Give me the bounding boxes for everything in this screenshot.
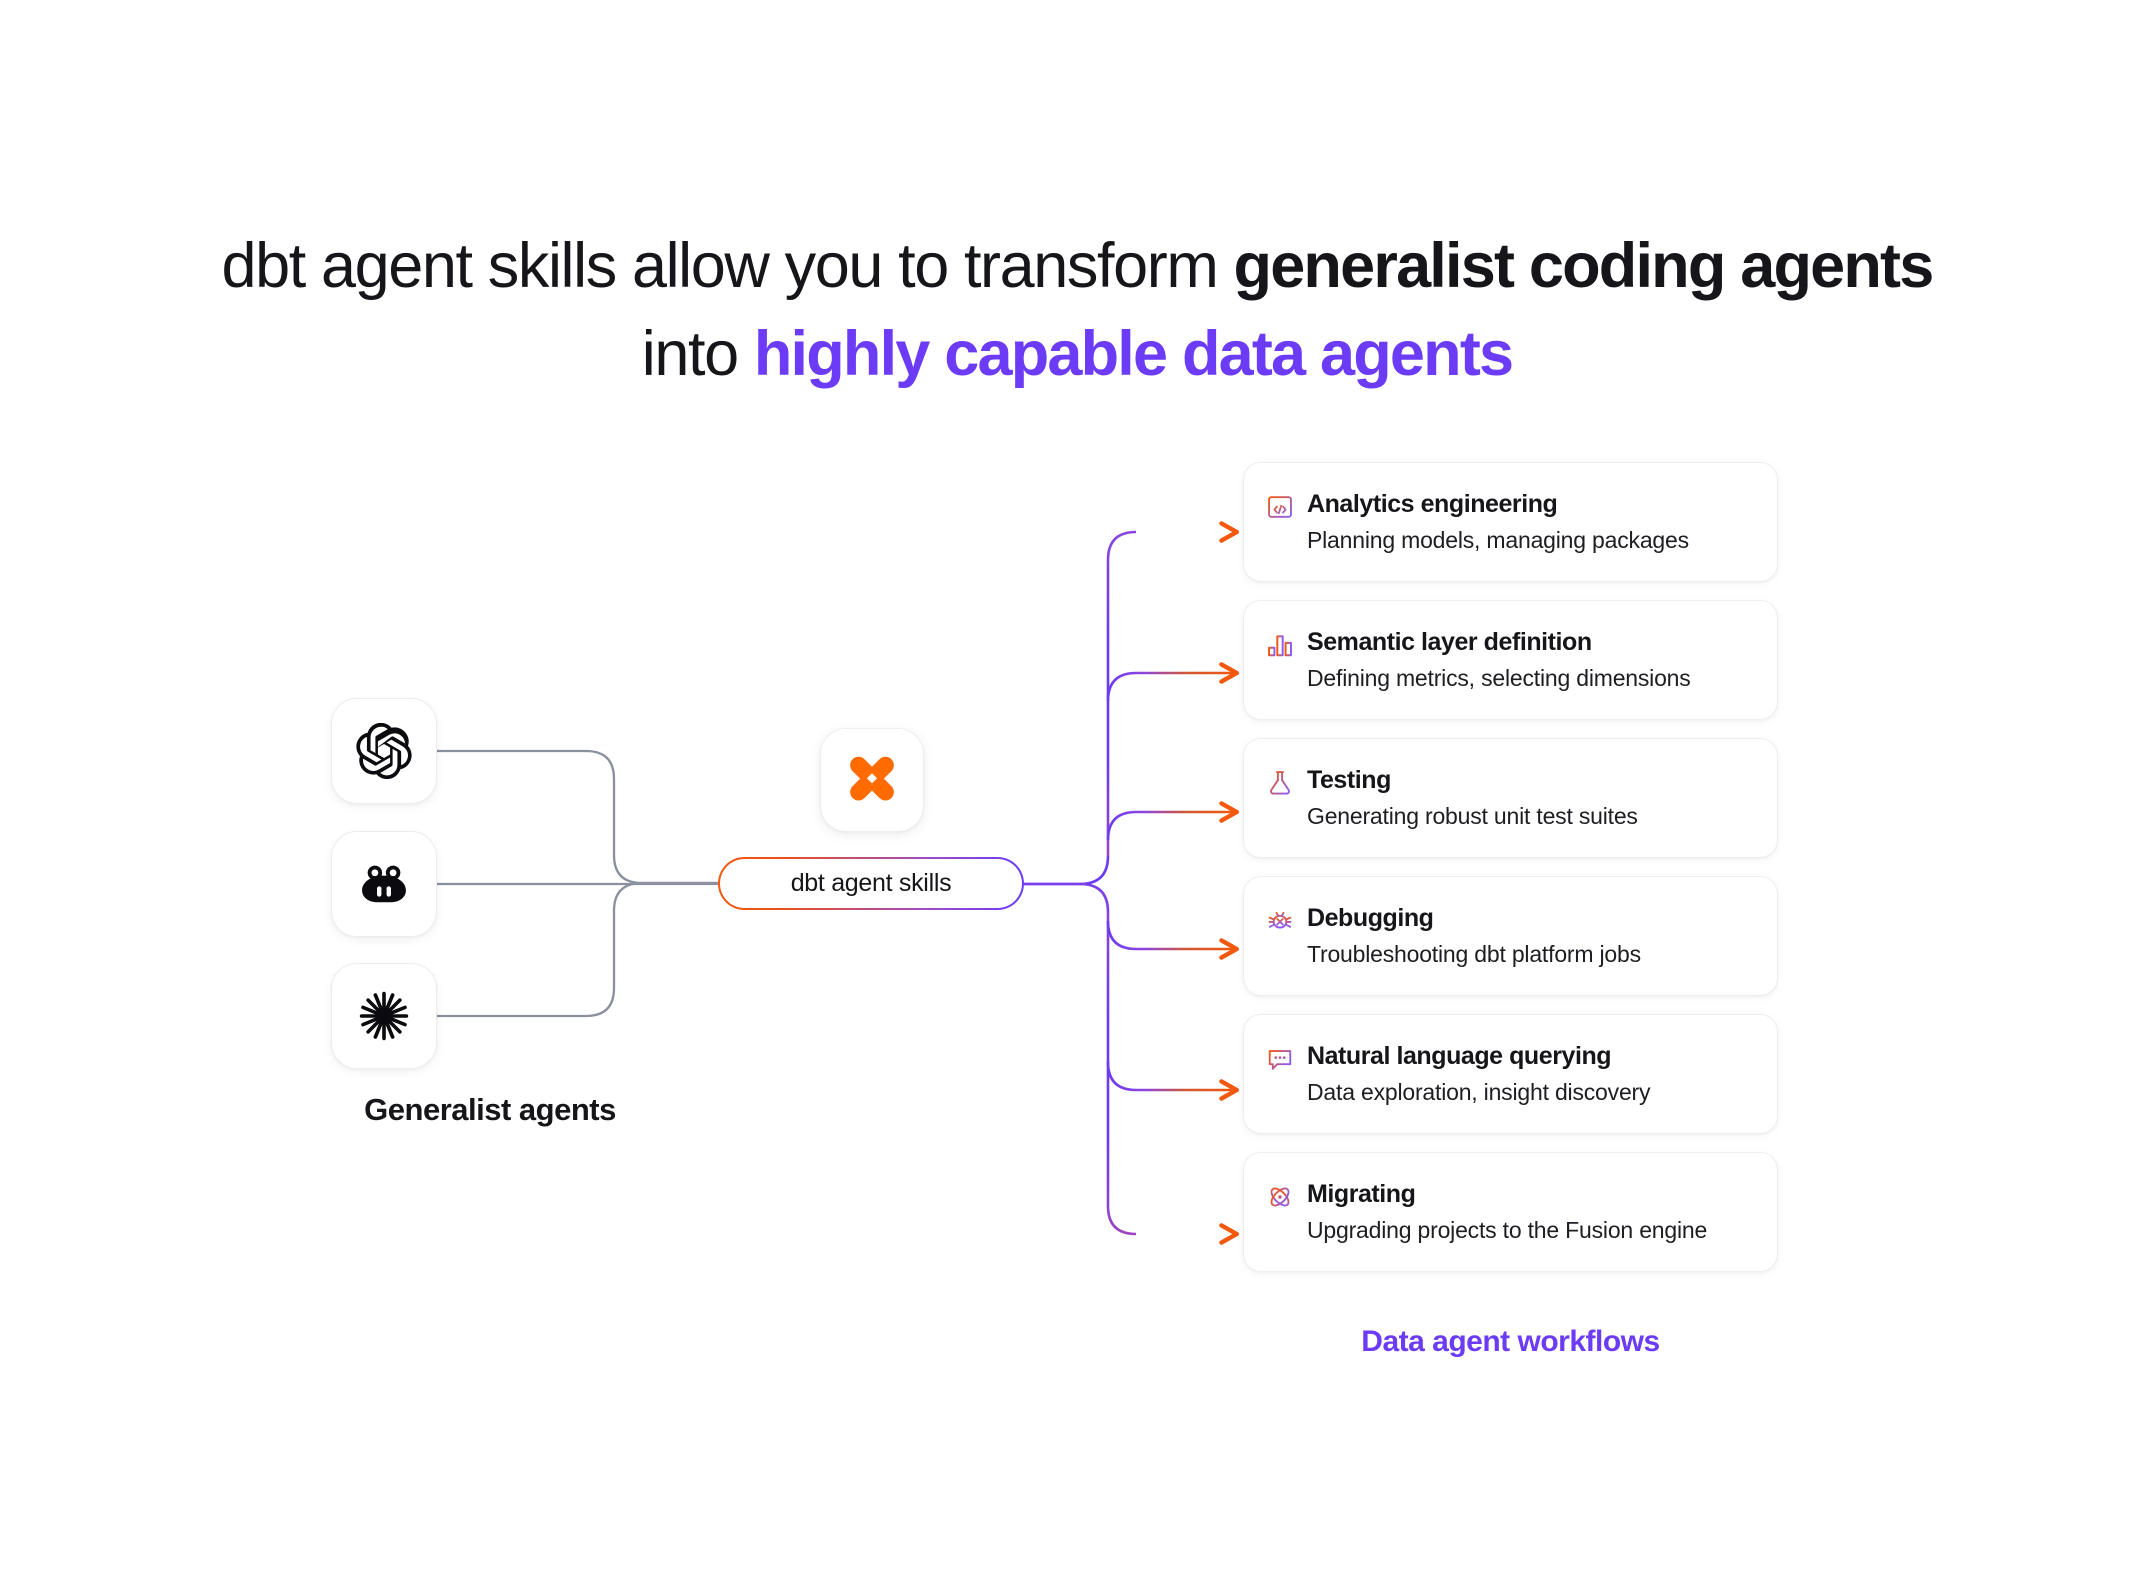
- bug-icon: [1268, 911, 1292, 929]
- headline-bold-1: generalist coding agents: [1233, 231, 1935, 301]
- card-title: Natural language querying: [1307, 1042, 1612, 1070]
- workflow-card-migrating[interactable]: Migrating Upgrading projects to the Fusi…: [1243, 1152, 1778, 1272]
- bar-chart-icon: [1268, 635, 1292, 657]
- agent-tile-openai[interactable]: [331, 698, 437, 804]
- right-trunk: [1024, 855, 1110, 886]
- branch-4: [1106, 920, 1239, 960]
- headline-accent: highly capable data agents: [753, 319, 1514, 389]
- code-window-icon: [1268, 496, 1292, 518]
- dbt-agent-skills-label: dbt agent skills: [720, 859, 1022, 908]
- workflow-card-semantic-layer-definition[interactable]: Semantic layer definition Defining metri…: [1243, 600, 1778, 720]
- claude-logo-icon: [359, 991, 409, 1041]
- workflow-card-testing[interactable]: Testing Generating robust unit test suit…: [1243, 738, 1778, 858]
- card-title: Semantic layer definition: [1307, 628, 1592, 656]
- workflow-card-debugging[interactable]: Debugging Troubleshooting dbt platform j…: [1243, 876, 1778, 996]
- branch-3: [1106, 801, 1239, 841]
- chat-bubble-icon: [1268, 1050, 1292, 1070]
- dbt-logo-icon: [850, 756, 894, 801]
- openai-logo-icon: [356, 723, 412, 779]
- agent-tile-claude[interactable]: [331, 963, 437, 1069]
- card-subtitle: Upgrading projects to the Fusion engine: [1307, 1217, 1708, 1243]
- card-text: Natural language querying Data explorati…: [1307, 1041, 1650, 1107]
- card-subtitle: Data exploration, insight discovery: [1307, 1079, 1651, 1105]
- page-title: dbt agent skills allow you to transform …: [0, 222, 2154, 398]
- headline-plain-1: dbt agent skills allow you to transform: [221, 231, 1234, 301]
- data-agent-workflows-label: Data agent workflows: [1361, 1325, 1660, 1358]
- card-title: Migrating: [1307, 1180, 1416, 1208]
- card-title: Debugging: [1307, 904, 1434, 932]
- workflow-card-analytics-engineering[interactable]: Analytics engineering Planning models, m…: [1243, 462, 1778, 582]
- generalist-agents-label: Generalist agents: [364, 1092, 616, 1127]
- card-title: Analytics engineering: [1307, 490, 1558, 518]
- card-subtitle: Generating robust unit test suites: [1307, 803, 1638, 829]
- workflow-card-natural-language-querying[interactable]: Natural language querying Data explorati…: [1243, 1014, 1778, 1134]
- card-subtitle: Defining metrics, selecting dimensions: [1307, 665, 1691, 691]
- branch-5: [1106, 1061, 1239, 1101]
- dbt-logo-tile[interactable]: [820, 728, 924, 832]
- card-text: Testing Generating robust unit test suit…: [1307, 765, 1638, 831]
- dbt-agent-skills-node[interactable]: dbt agent skills: [718, 857, 1024, 910]
- headline-plain-2: into: [641, 319, 754, 389]
- right-trunk-down: [1024, 882, 1110, 913]
- agent-tile-copilot[interactable]: [331, 831, 437, 937]
- atom-icon: [1270, 1187, 1290, 1207]
- card-text: Semantic layer definition Defining metri…: [1307, 627, 1691, 693]
- headline-line-2: into highly capable data agents: [0, 310, 2154, 398]
- copilot-logo-icon: [362, 865, 406, 903]
- card-subtitle: Troubleshooting dbt platform jobs: [1307, 941, 1641, 967]
- card-title: Testing: [1307, 766, 1391, 794]
- data-agent-workflow-cards: Analytics engineering Planning models, m…: [1243, 462, 1778, 1290]
- branch-2: [1106, 662, 1239, 702]
- spine-upper: [1106, 530, 1137, 856]
- spine-lower: [1106, 912, 1137, 1236]
- left-connectors: [437, 749, 718, 1018]
- headline-line-1: dbt agent skills allow you to transform …: [0, 222, 2154, 310]
- flask-icon: [1270, 771, 1290, 795]
- card-text: Debugging Troubleshooting dbt platform j…: [1307, 903, 1641, 969]
- card-text: Migrating Upgrading projects to the Fusi…: [1307, 1179, 1707, 1245]
- card-text: Analytics engineering Planning models, m…: [1307, 489, 1689, 555]
- card-subtitle: Planning models, managing packages: [1307, 527, 1689, 553]
